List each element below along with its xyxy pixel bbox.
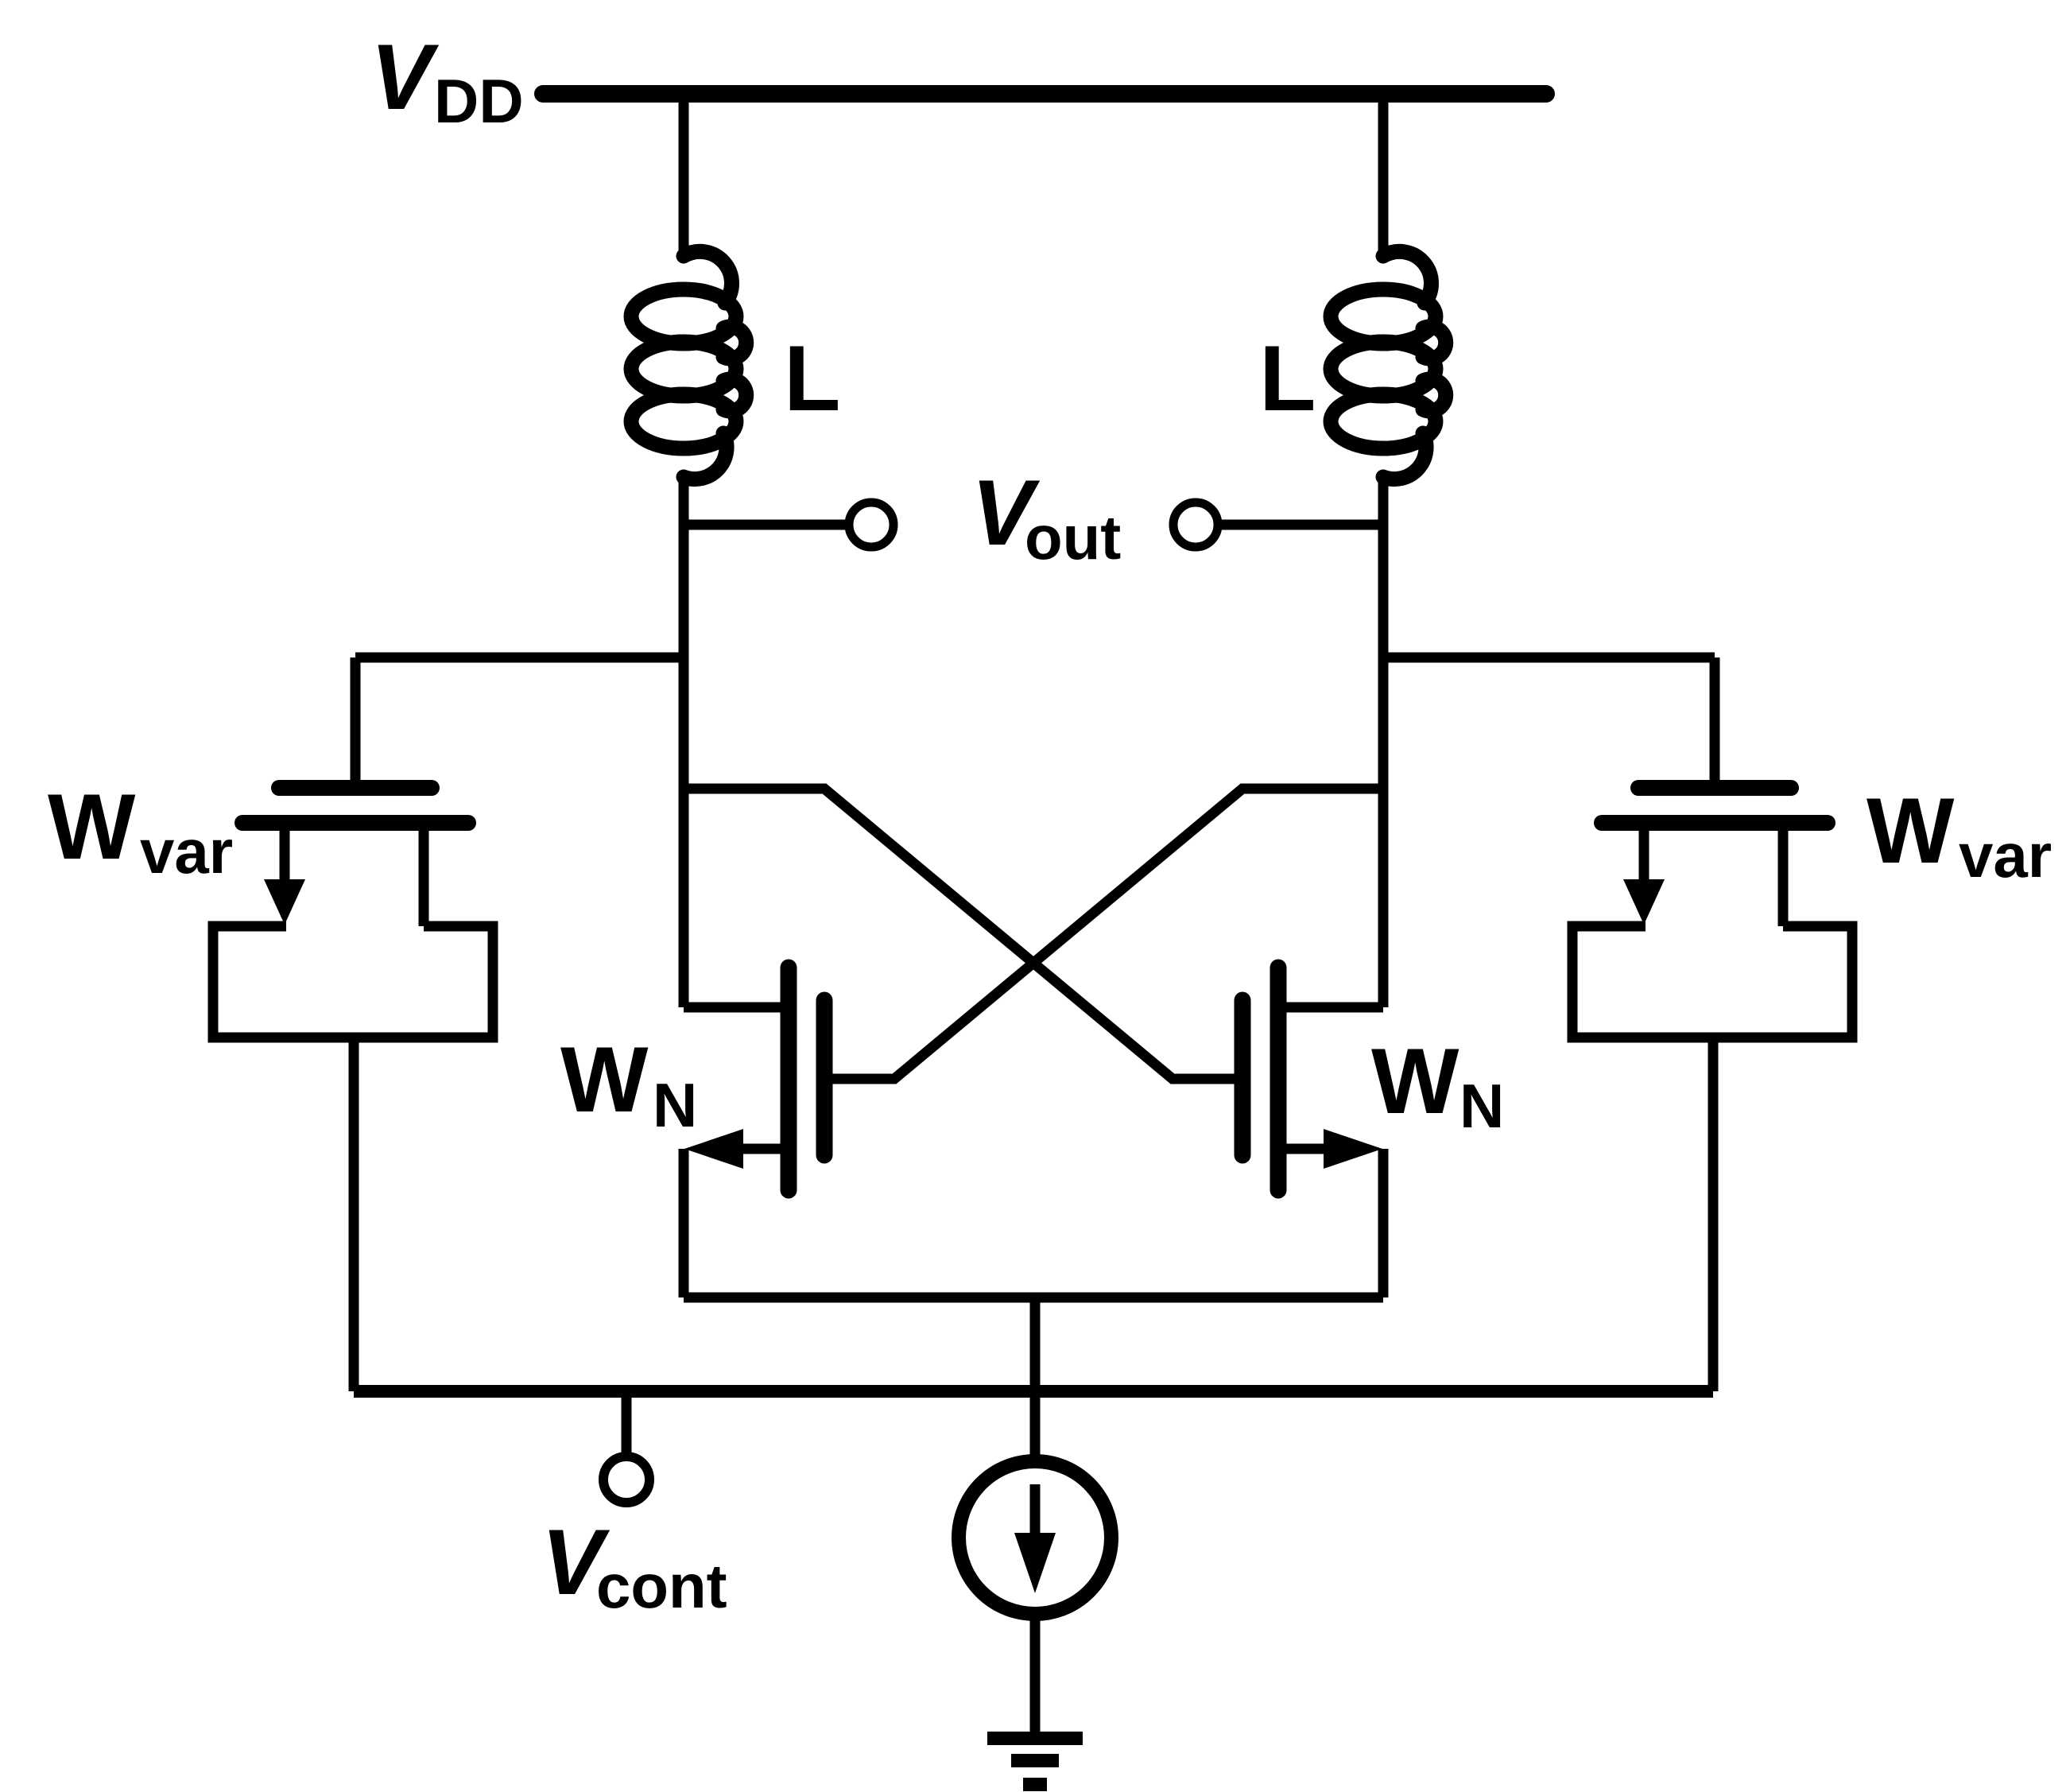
- inductor-right-label: L: [1259, 326, 1316, 430]
- inductor-left-label: L: [784, 326, 840, 430]
- vdd-label: V: [370, 25, 440, 129]
- nmos-right: [1234, 959, 1389, 1297]
- vout-terminal-right: [1169, 498, 1223, 552]
- inductor-left-hook-top: [676, 243, 739, 311]
- nmos-right-source-arrow-icon: [1324, 1129, 1382, 1169]
- varactor-left-label-sub: var: [140, 816, 233, 886]
- inductor-right-hook-top: [1375, 243, 1439, 311]
- vcont-label-sub: cont: [596, 1551, 727, 1621]
- vout-label: V: [971, 460, 1041, 564]
- inductor-right: [1323, 243, 1454, 487]
- inductor-left-hook-bottom: [676, 425, 735, 487]
- vcont-label: V: [541, 1510, 611, 1614]
- vdd-label-sub: DD: [434, 66, 524, 136]
- current-source-arrow-icon: [1014, 1533, 1056, 1593]
- inductor-right-hook-bottom: [1375, 425, 1434, 487]
- vout-label-sub: out: [1025, 502, 1121, 572]
- cross-wire-right-to-left-gate: [824, 783, 1383, 1084]
- vcont-terminal: [599, 1452, 654, 1507]
- varactor-left-label: W: [48, 774, 136, 879]
- ground-bar-2: [1011, 1754, 1059, 1767]
- inductor-left: [623, 243, 754, 487]
- varactor-left: [207, 652, 684, 1391]
- ground-bar-1: [987, 1732, 1083, 1745]
- nmos-left: [678, 959, 833, 1297]
- nmos-left-label: W: [560, 1027, 649, 1131]
- inductor-left-loop: [623, 386, 744, 456]
- nmos-right-label: W: [1371, 1029, 1459, 1133]
- varactor-right-label-sub: var: [1959, 820, 2052, 890]
- ground-icon: [987, 1732, 1083, 1791]
- current-source: [952, 1454, 1118, 1621]
- varactor-left-well-tub: [207, 921, 498, 1043]
- nmos-left-source-arrow-icon: [684, 1129, 743, 1169]
- varactor-right-label: W: [1866, 778, 1955, 882]
- nmos-right-label-sub: N: [1459, 1071, 1504, 1141]
- varactor-right: [1383, 652, 1858, 1391]
- cross-wire-left-to-right-gate: [684, 783, 1242, 1084]
- inductor-right-loop: [1323, 386, 1444, 456]
- ground-bar-3: [1023, 1778, 1047, 1791]
- varactor-right-arrow-icon: [1623, 879, 1665, 925]
- varactor-left-arrow-icon: [264, 879, 305, 925]
- vout-terminal-left: [844, 498, 898, 552]
- varactor-right-well-tub: [1567, 921, 1858, 1043]
- nmos-left-label-sub: N: [653, 1070, 697, 1140]
- cross-coupling: [684, 783, 1383, 1084]
